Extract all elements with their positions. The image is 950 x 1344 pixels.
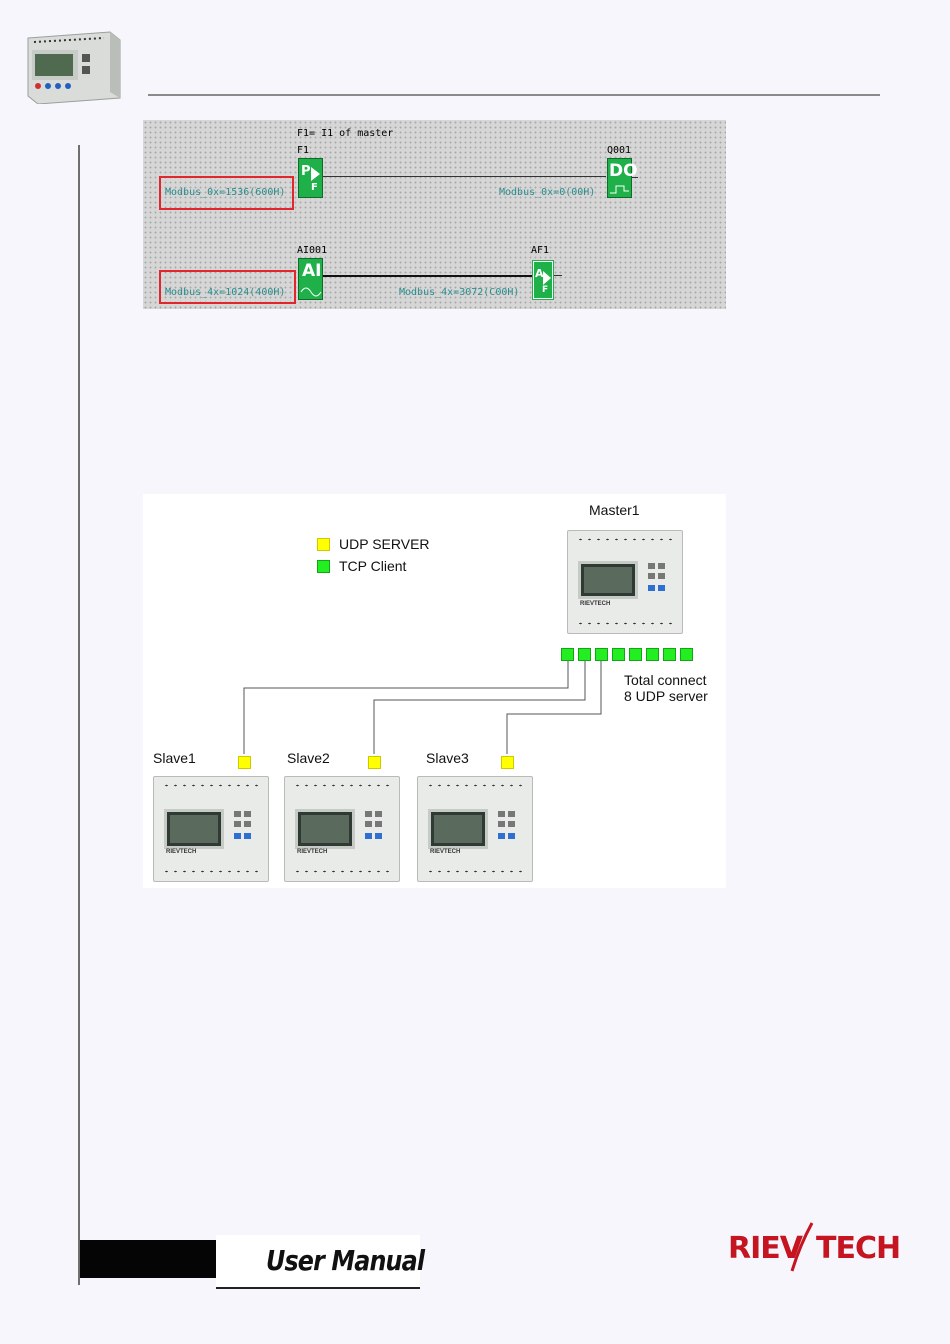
addr-q001: Modbus_0x=0(00H)	[499, 187, 595, 198]
plc-product-thumbnail	[24, 28, 122, 104]
blk-ai: AI	[302, 261, 321, 281]
plc-pins	[162, 783, 260, 788]
slave1-label: Slave1	[153, 750, 196, 766]
plc-lcd	[428, 809, 488, 849]
af1-out-stub	[554, 275, 562, 276]
plc-lcd	[164, 809, 224, 849]
q001-label: Q001	[607, 145, 631, 156]
slave2-label: Slave2	[287, 750, 330, 766]
slave1-udp-port	[238, 756, 251, 769]
af1-label: AF1	[531, 245, 549, 256]
footer-black-bar	[80, 1240, 217, 1278]
blk-p: P	[301, 164, 311, 179]
addr-f1: Modbus_0x=1536(600H)	[165, 187, 285, 198]
slave3-plc: RIEVTECH	[417, 776, 533, 882]
blk-do: DO	[609, 161, 638, 181]
f1-label: F1	[297, 145, 309, 156]
brand-right: TECH	[816, 1231, 900, 1266]
user-manual-label: User Manual	[266, 1244, 424, 1277]
q001-out-stub	[632, 177, 638, 178]
q001-block[interactable]: DO	[607, 158, 632, 198]
plc-keypad	[232, 809, 260, 853]
addr-ai: Modbus_4x=1024(400H)	[165, 287, 285, 298]
ai-to-af1-wire	[323, 275, 533, 277]
af1-block[interactable]: A F	[532, 260, 554, 300]
slave1-brand: RIEVTECH	[166, 849, 196, 855]
plc-lcd	[295, 809, 355, 849]
logo-swoosh-icon	[786, 1221, 816, 1277]
blk-af-f: F	[542, 285, 548, 295]
slave3-udp-port	[501, 756, 514, 769]
slave3-label: Slave3	[426, 750, 469, 766]
slave1-plc: RIEVTECH	[153, 776, 269, 882]
header-rule	[148, 94, 880, 96]
slave2-brand: RIEVTECH	[297, 849, 327, 855]
slave2-udp-port	[368, 756, 381, 769]
slave2-plc: RIEVTECH	[284, 776, 400, 882]
slave3-brand: RIEVTECH	[430, 849, 460, 855]
blk-f: F	[311, 182, 318, 193]
plc-pins-bottom	[162, 869, 260, 874]
side-rule	[78, 145, 80, 1285]
plc-keypad	[496, 809, 524, 853]
network-diagram: UDP SERVER TCP Client Master1 RIEVTECH T…	[143, 494, 726, 888]
plc-pins	[426, 783, 524, 788]
blk-a: A	[535, 267, 544, 280]
plc-pins	[293, 783, 391, 788]
f1-caption: F1= I1 of master	[297, 128, 393, 139]
fbd-diagram: F1= I1 of master F1 Q001 P F DO Modbus_0…	[143, 120, 726, 309]
plc-keypad	[363, 809, 391, 853]
f1-to-q001-wire	[323, 176, 606, 177]
f1-block[interactable]: P F	[298, 158, 323, 198]
plc-pins-bottom	[426, 869, 524, 874]
addr-af1: Modbus_4x=3072(C00H)	[399, 287, 519, 298]
ai001-block[interactable]: AI	[298, 258, 323, 300]
plc-pins-bottom	[293, 869, 391, 874]
aio-label: AI001	[297, 245, 327, 256]
